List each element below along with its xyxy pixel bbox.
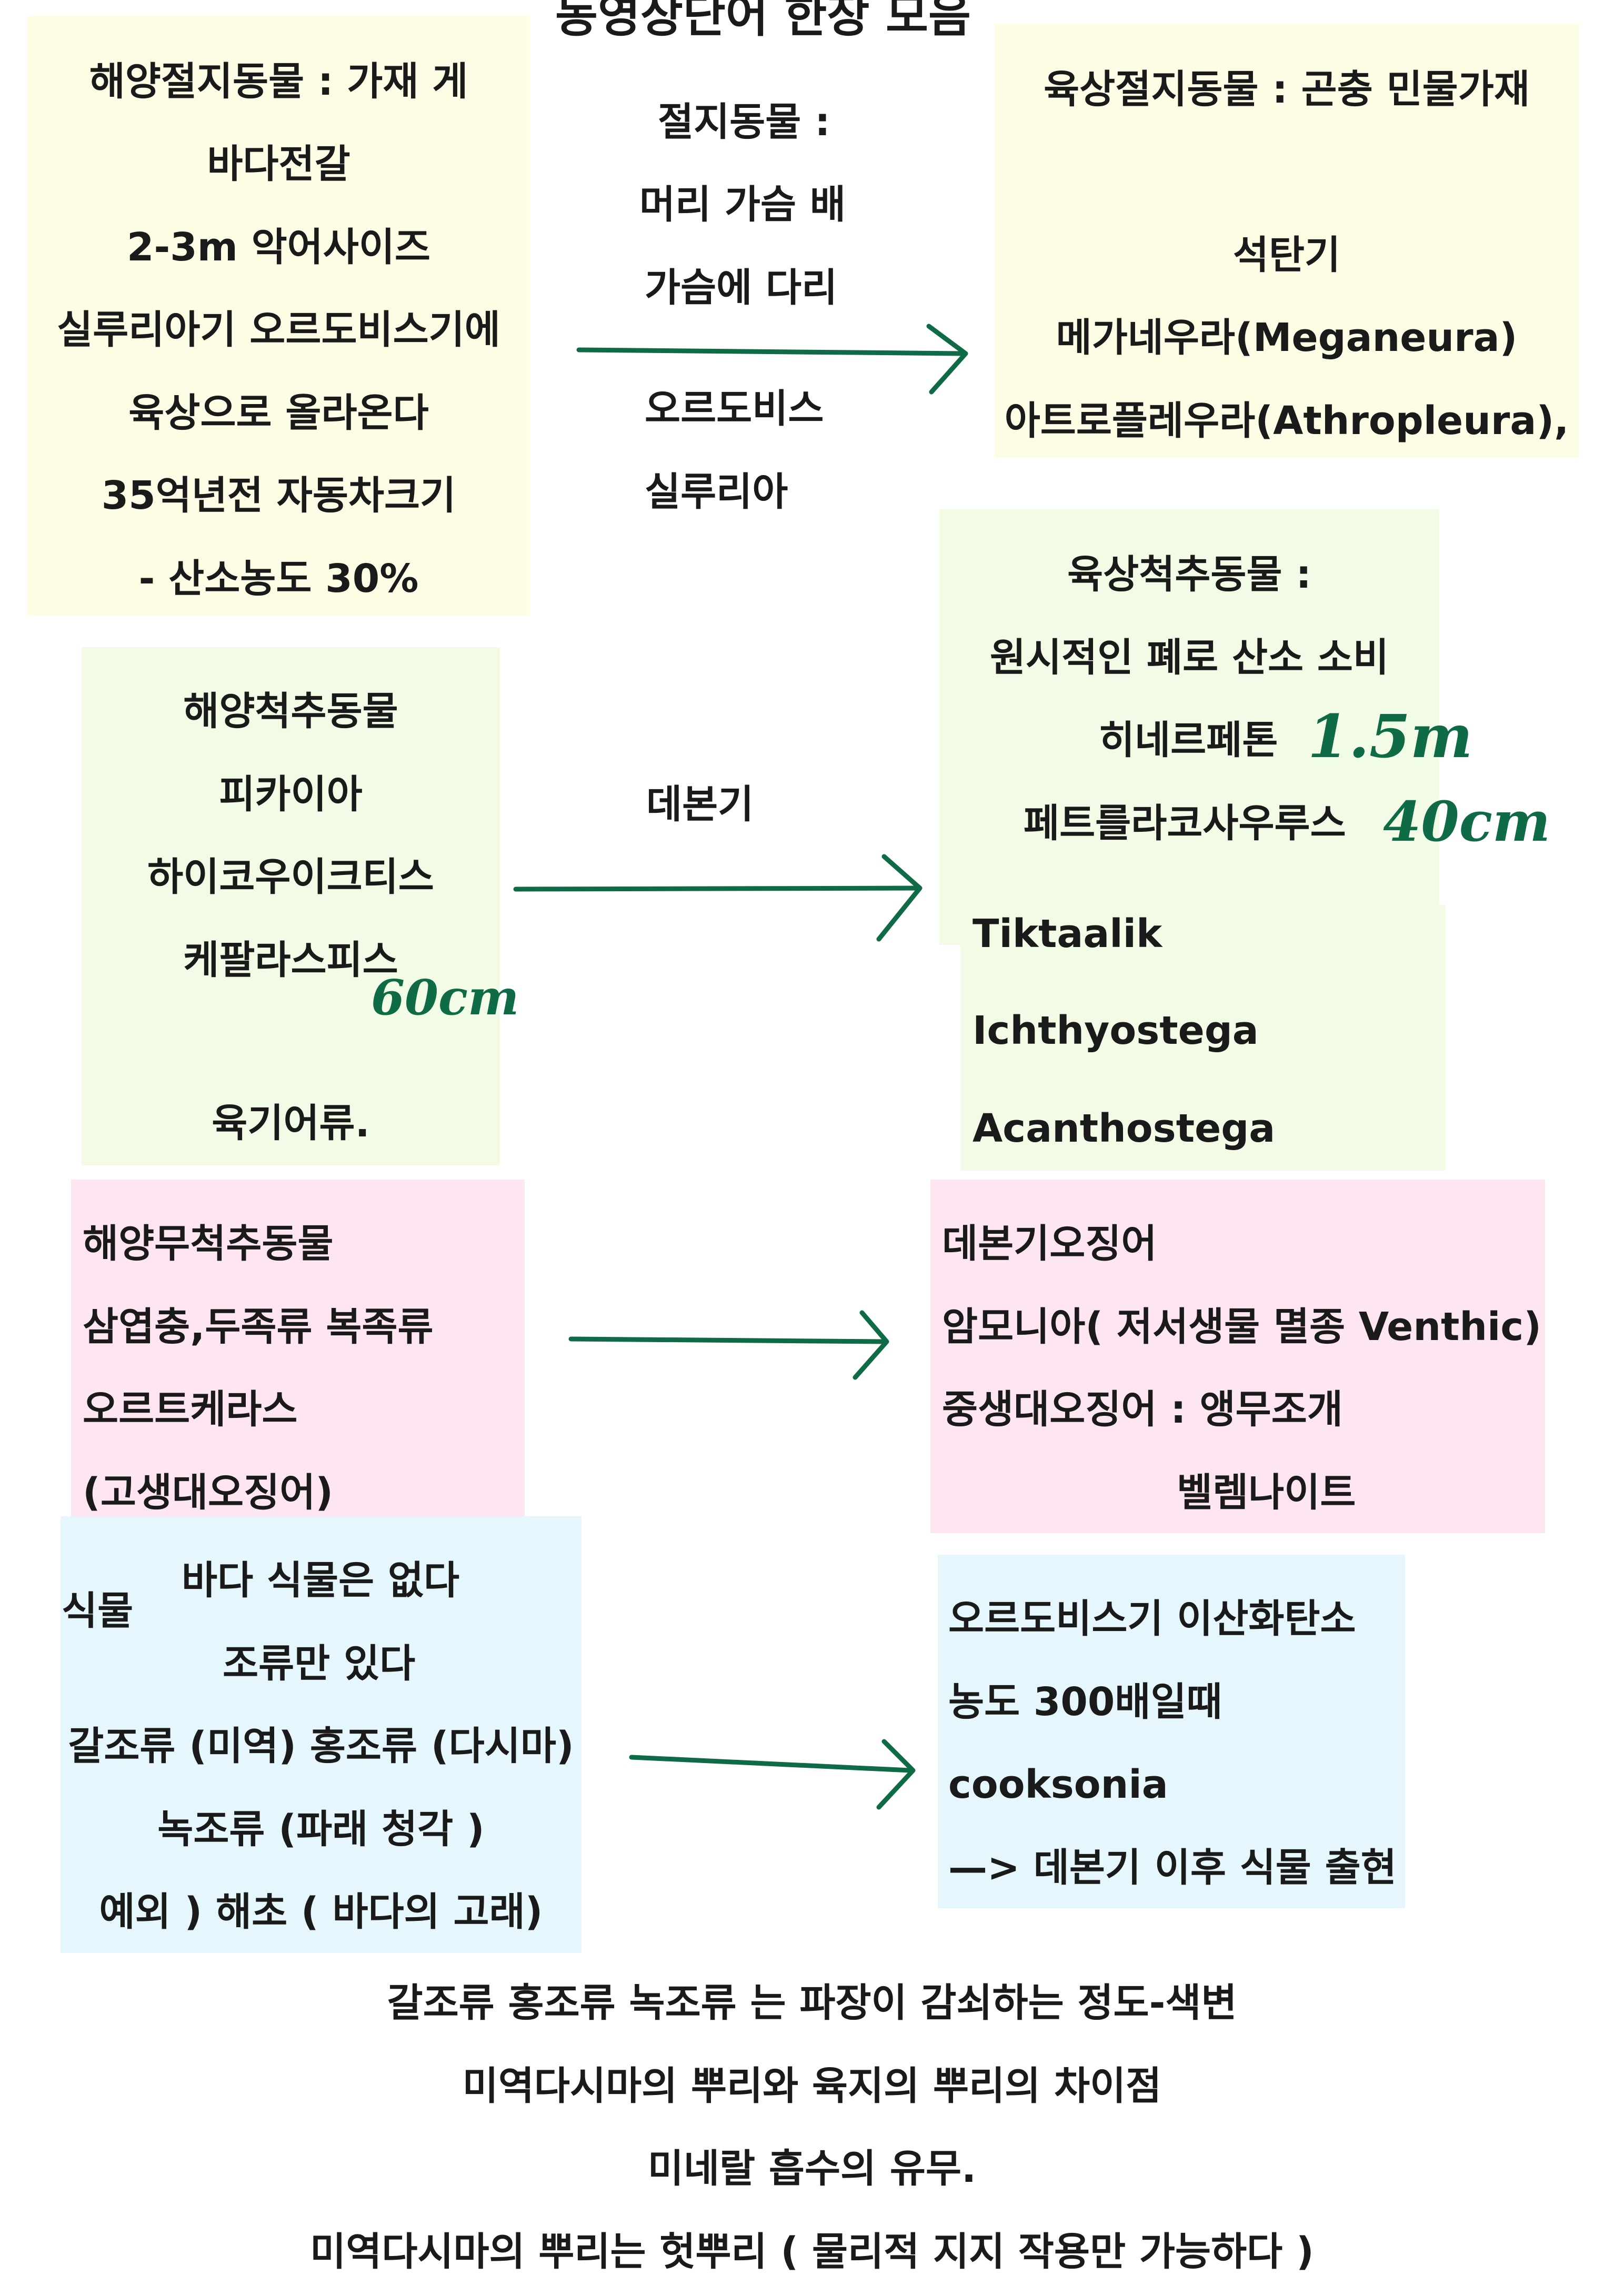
note-line: 암모니아( 저서생물 멸종 Venthic)	[942, 1304, 1542, 1350]
note-marine-invertebrates: 해양무척추동물 삼엽충,두족류 복족류 오르트케라스 (고생대오징어)	[71, 1180, 525, 1536]
handwritten-size-note: 1.5m	[1308, 702, 1473, 771]
note-line: 케팔라스피스	[183, 938, 398, 983]
note-land-vertebrates	[939, 509, 1439, 945]
note-line: 35억년전 자동차크기	[101, 473, 456, 518]
note-line: 육상척추동물 :	[1067, 552, 1311, 597]
note-line: 해양무척추동물	[83, 1221, 334, 1266]
note-line: 해양절지동물 : 가재 게	[89, 59, 468, 104]
bottom-note-line: 갈조류 홍조류 녹조류 는 파장이 감쇠하는 정도-색변	[387, 1980, 1237, 2026]
note-line: 농도 300배일때	[948, 1679, 1222, 1725]
note-line: 육기어류.	[212, 1101, 370, 1146]
bottom-note-line: 미역다시마의 뿌리는 헛뿌리 ( 물리적 지지 작용만 가능하다 )	[310, 2229, 1314, 2274]
note-line: 석탄기	[1232, 233, 1341, 278]
note-devonian-squid: 데본기오징어 암모니아( 저서생물 멸종 Venthic) 중생대오징어 : 앵…	[930, 1180, 1545, 1533]
page-title: 동영상단어 한장 모음	[555, 0, 971, 43]
note-line: 아트로플레우라(Athropleura),	[1004, 398, 1569, 444]
handwritten-size-note: 60cm	[371, 969, 519, 1026]
handwritten-size-note: 40cm	[1383, 789, 1551, 854]
note-line: 조류만 있다	[223, 1641, 416, 1686]
note-land-arthropods: 육상절지동물 : 곤충 민물가재 석탄기 메가네우라(Meganeura) 아트…	[995, 24, 1579, 458]
note-line: 바다전갈	[207, 142, 350, 187]
note-marine-vertebrates: 해양척추동물 피카이아 하이코우이크티스 케팔라스피스 육기어류. 60cm	[82, 647, 519, 1165]
note-line: 육상절지동물 : 곤충 민물가재	[1044, 67, 1530, 112]
note-land-vertebrates-lower	[960, 905, 1446, 1171]
arthropods-line: 가슴에 다리	[645, 265, 838, 310]
arthropods-line: 머리 가슴 배	[639, 182, 846, 227]
note-line: 바다 식물은 없다	[182, 1558, 460, 1603]
note-marine-arthropods: 해양절지동물 : 가재 게 바다전갈 2-3m 악어사이즈 실루리아기 오르도비…	[27, 16, 530, 616]
arthropods-line: 실루리아	[645, 469, 788, 515]
note-line: - 산소농도 30%	[138, 556, 419, 601]
note-ordovician-co2: 오르도비스기 이산화탄소 농도 300배일때 cooksonia —> 데본기 …	[938, 1555, 1405, 1908]
note-line: 중생대오징어 : 앵무조개	[942, 1387, 1343, 1432]
note-line: 삼엽충,두족류 복족류	[83, 1304, 434, 1350]
note-line: —> 데본기 이후 식물 출현	[948, 1845, 1397, 1890]
arthropods-line: 절지동물 :	[658, 99, 830, 145]
note-line: 해양척추동물	[183, 689, 398, 734]
note-line: 2-3m 악어사이즈	[127, 225, 430, 270]
note-line: Tiktaalik	[973, 911, 1162, 956]
note-line: 녹조류 (파래 청각 )	[157, 1807, 485, 1852]
note-line: 원시적인 폐로 산소 소비	[989, 635, 1389, 680]
bottom-note-line: 미네랄 흡수의 유무.	[647, 2146, 977, 2191]
note-line: 예외 ) 해초 ( 바다의 고래)	[99, 1889, 543, 1935]
note-line: 히네르페톤	[1099, 718, 1278, 763]
note-line: 메가네우라(Meganeura)	[1056, 315, 1518, 360]
note-line: Ichthyostega	[973, 1008, 1259, 1053]
note-line: cooksonia	[948, 1762, 1168, 1807]
note-line: 벨렘나이트	[1177, 1470, 1356, 1515]
note-line: 오르도비스기 이산화탄소	[948, 1596, 1356, 1642]
note-line: 갈조류 (미역) 홍조류 (다시마)	[68, 1724, 574, 1769]
note-line: 육상으로 올라온다	[128, 390, 429, 436]
note-line: Acanthostega	[973, 1106, 1276, 1151]
arthropods-line: 오르도비스	[645, 386, 824, 431]
note-plants: 식물 바다 식물은 없다 조류만 있다 갈조류 (미역) 홍조류 (다시마) 녹…	[61, 1516, 582, 1953]
note-line: 오르트케라스	[83, 1387, 298, 1432]
note-line: 페트를라코사우루스	[1024, 801, 1346, 846]
bottom-note-line: 미역다시마의 뿌리와 육지의 뿌리의 차이점	[462, 2063, 1162, 2109]
note-line: 식물	[62, 1588, 134, 1634]
note-line: 피카이아	[219, 772, 363, 817]
note-line: 데본기오징어	[942, 1221, 1157, 1266]
note-line: 실루리아기 오르도비스기에	[57, 307, 500, 353]
note-line: (고생대오징어)	[83, 1470, 334, 1515]
note-line: 하이코우이크티스	[147, 854, 434, 900]
devonian-label: 데본기	[646, 782, 754, 827]
